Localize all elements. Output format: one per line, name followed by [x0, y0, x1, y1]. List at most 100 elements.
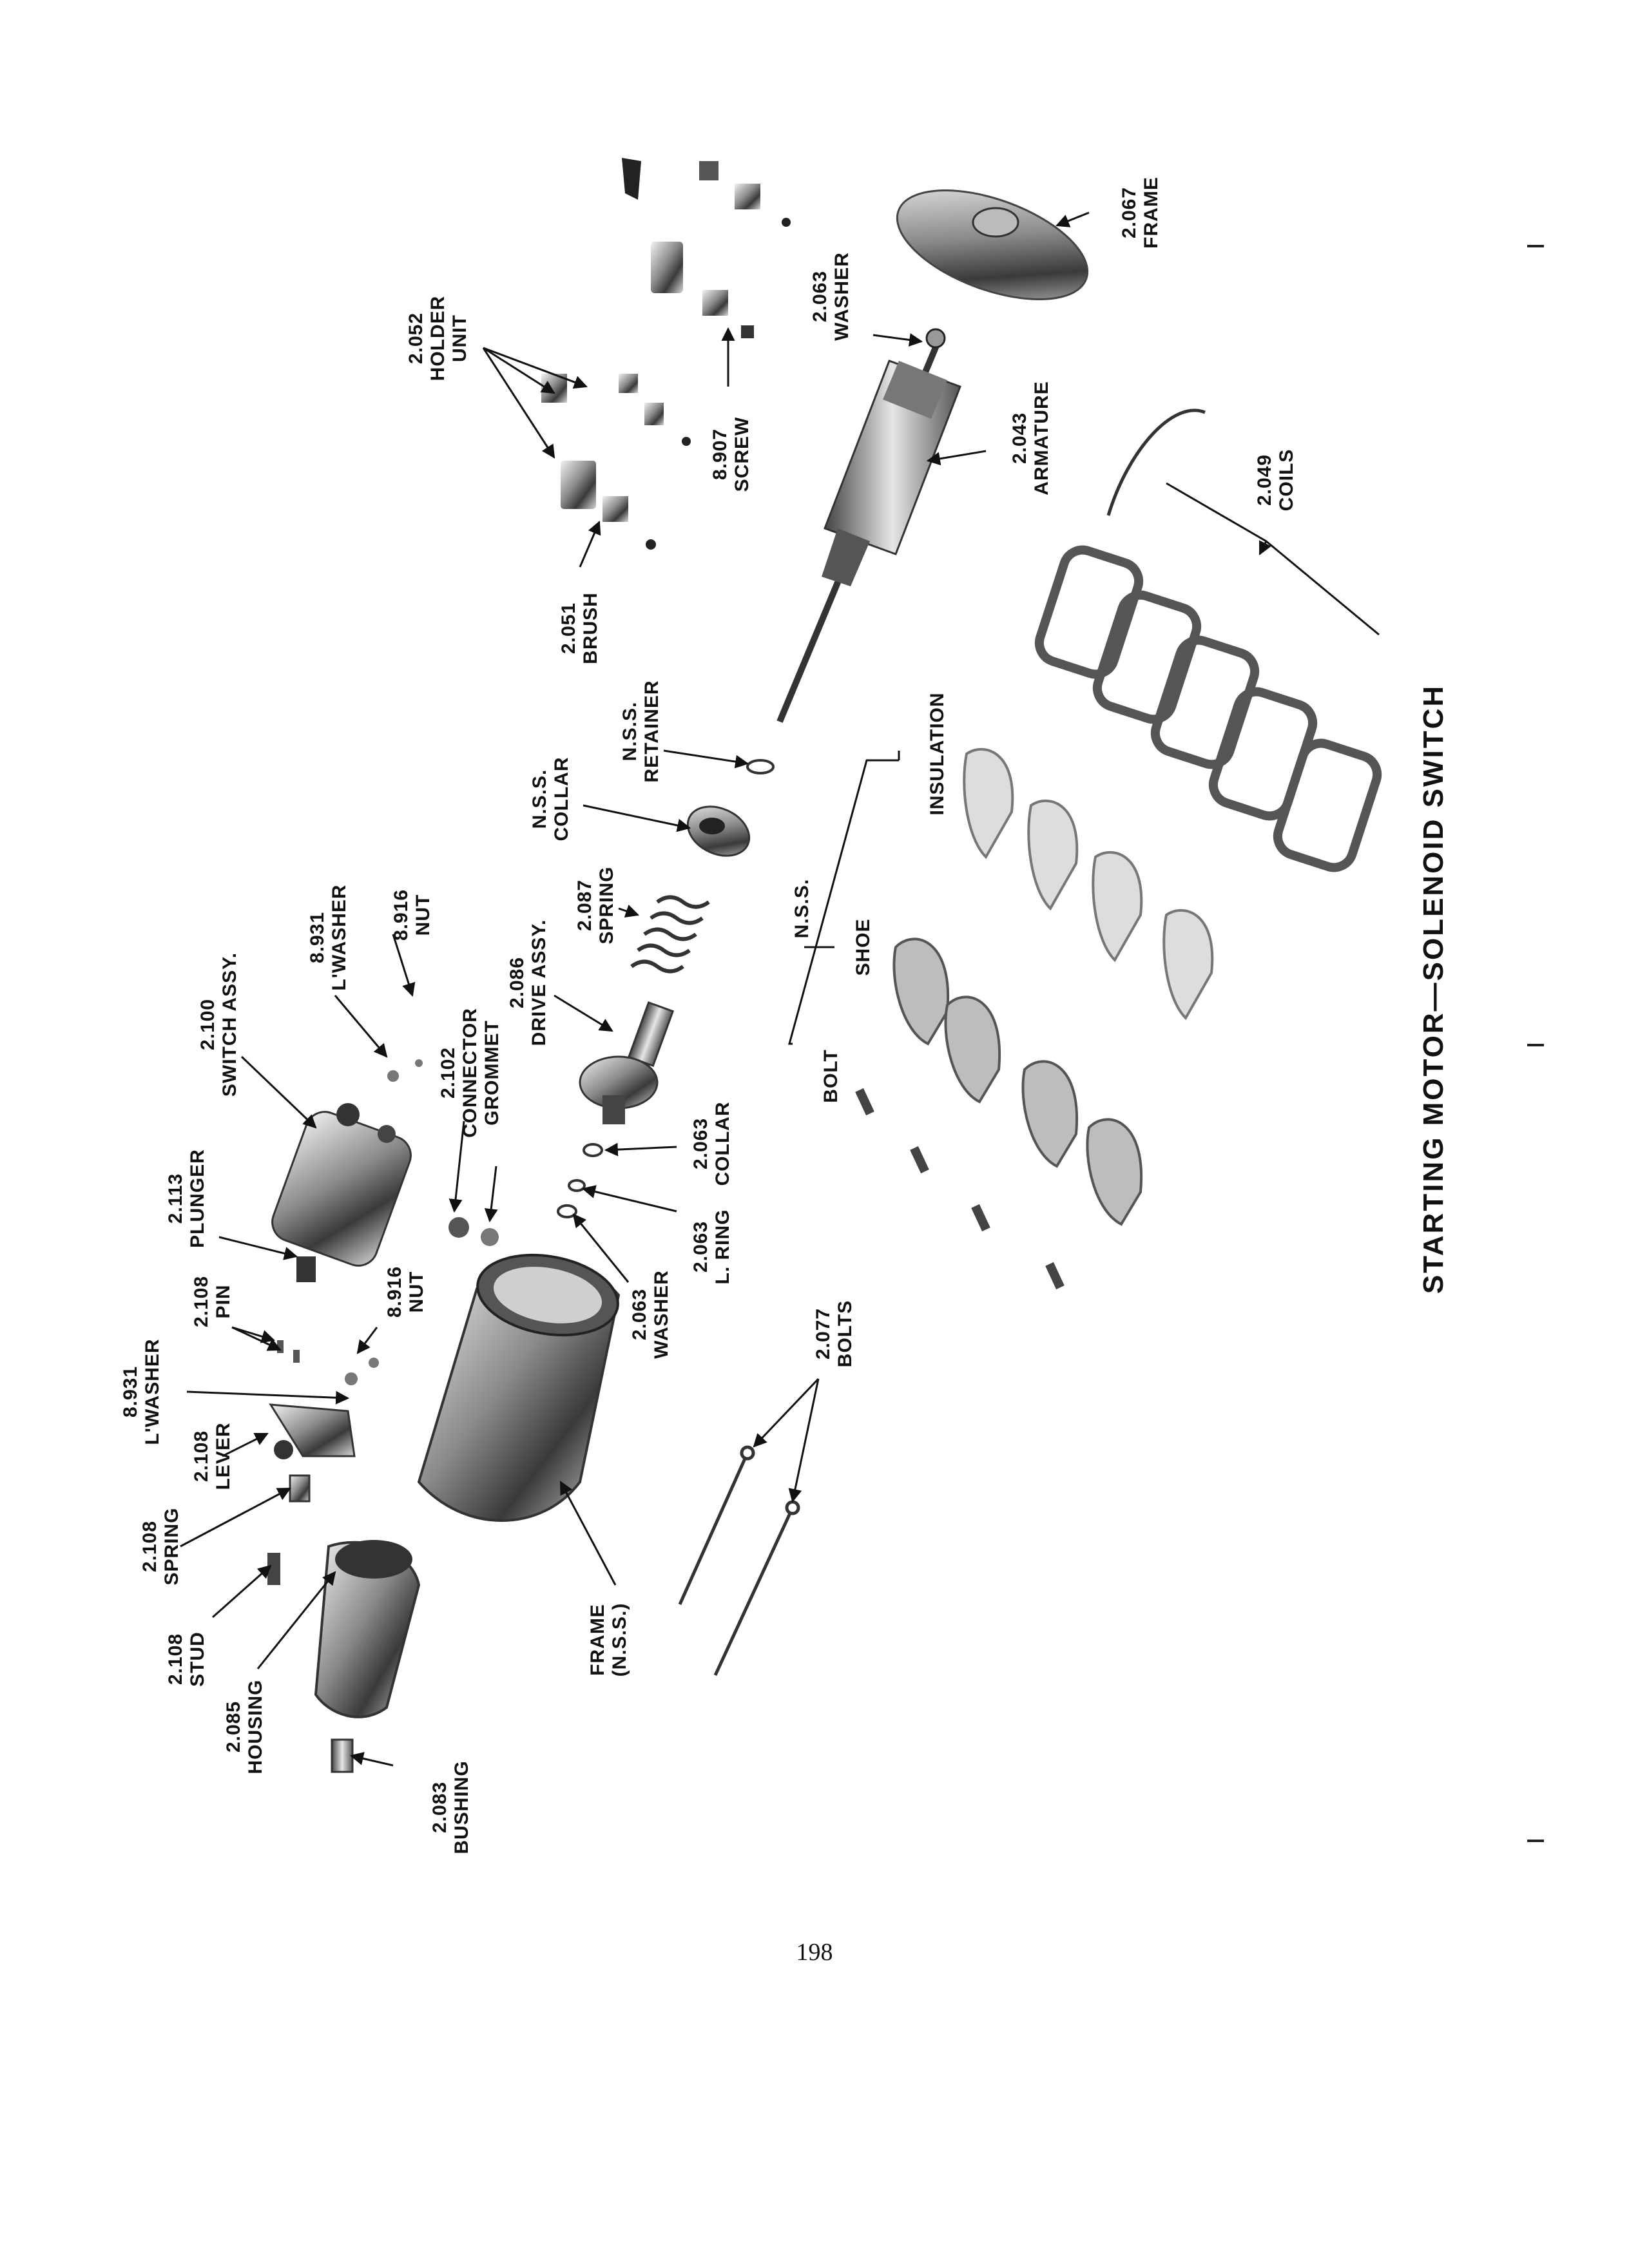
- label-name: WASHER: [831, 252, 853, 341]
- label-insulation: INSULATION: [927, 692, 949, 815]
- label-number: 8.916: [390, 889, 412, 941]
- page-number: 198: [796, 1939, 833, 1966]
- label-name: COLLAR: [551, 756, 572, 841]
- label-name: INSULATION: [927, 692, 948, 816]
- label-name: L'WASHER: [329, 884, 350, 991]
- label-name: (N.S.S.): [609, 1602, 630, 1677]
- label-name: COILS: [1276, 448, 1297, 512]
- solenoid-switch-2100: [271, 1059, 423, 1282]
- connector-grommet-2102: [448, 1217, 499, 1246]
- label-name: BUSHING: [451, 1760, 472, 1854]
- label-brush-2051: 2.051 BRUSH: [558, 592, 602, 664]
- pole-shoes: [892, 937, 1143, 1226]
- label-name: BOLT: [820, 1049, 842, 1103]
- label-housing-2085: 2.085 HOUSING: [223, 1679, 267, 1774]
- label-collar-nss: N.S.S. COLLAR: [529, 757, 573, 841]
- label-number: 8.931: [120, 1365, 141, 1418]
- label-spring-2087: 2.087 SPRING: [574, 866, 618, 944]
- main-frame-nss: [417, 1253, 621, 1522]
- label-name: SWITCH ASSY.: [219, 952, 240, 1097]
- label-nut-8916-top: 8.916 NUT: [390, 889, 434, 941]
- label-name: NUT: [412, 894, 434, 936]
- page-title: STARTING MOTOR—SOLENOID SWITCH: [1418, 684, 1449, 1294]
- label-name: SPRING: [161, 1507, 182, 1586]
- label-number: N.S.S.: [619, 701, 641, 762]
- label-number: 2.086: [506, 956, 528, 1009]
- brush-holder-parts: [541, 158, 791, 550]
- label-number: 2.100: [197, 998, 218, 1051]
- label-lwasher-8931-top: 8.931 L'WASHER: [307, 884, 351, 990]
- label-shoe: SHOE: [853, 918, 874, 975]
- label-number: 2.049: [1254, 454, 1275, 506]
- label-bolts-2077: 2.077 BOLTS: [813, 1300, 856, 1367]
- label-number: 2.043: [1009, 412, 1030, 465]
- label-washer-2063-low: 2.063 WASHER: [629, 1270, 673, 1359]
- label-drive-assy-2086: 2.086 DRIVE ASSY.: [506, 919, 550, 1046]
- label-coils-2049: 2.049 COILS: [1254, 449, 1298, 512]
- label-pin-2108: 2.108 PIN: [191, 1276, 235, 1327]
- label-name: L. RING: [712, 1209, 733, 1285]
- label-frame-nss: FRAME (N.S.S.): [587, 1603, 631, 1677]
- label-number: 2.063: [629, 1288, 650, 1341]
- label-name-2: GROMMET: [481, 1020, 503, 1126]
- through-bolts-2077: [678, 1445, 800, 1677]
- edge-mark-bottom: [1527, 1840, 1544, 1842]
- label-name: PLUNGER: [187, 1149, 208, 1248]
- label-name: DRIVE ASSY.: [528, 919, 550, 1046]
- label-name: SHOE: [853, 918, 874, 976]
- label-number: 2.102: [438, 1046, 459, 1099]
- label-number: 2.052: [405, 312, 427, 365]
- label-name: HOUSING: [245, 1679, 266, 1774]
- bushing-2083: [331, 1738, 354, 1773]
- label-name: WASHER: [651, 1270, 672, 1359]
- label-number: FRAME: [587, 1604, 608, 1676]
- collar-ring-washer-2063: [557, 1143, 603, 1218]
- label-name: SPRING: [596, 866, 617, 945]
- label-plunger-2113: 2.113 PLUNGER: [165, 1149, 209, 1248]
- label-number: 8.916: [384, 1265, 405, 1318]
- end-frame-2067: [896, 189, 1089, 300]
- field-coils-2049: [1034, 408, 1382, 872]
- label-number: 2.108: [191, 1275, 212, 1328]
- label-number: 2.113: [165, 1173, 186, 1224]
- label-name: N.S.S.: [791, 878, 813, 939]
- leader-lines: [180, 211, 1380, 1767]
- label-number: 2.108: [139, 1520, 160, 1573]
- label-number: 2.108: [165, 1633, 186, 1686]
- label-number: 2.063: [690, 1220, 711, 1273]
- label-name: ARMATURE: [1031, 381, 1052, 495]
- label-name: RETAINER: [641, 680, 662, 783]
- label-l-ring-2063: 2.063 L. RING: [690, 1209, 734, 1285]
- label-lever-2108: 2.108 LEVER: [191, 1422, 235, 1490]
- label-name: SCREW: [731, 416, 753, 492]
- label-name: BRUSH: [580, 592, 601, 664]
- label-connector-grommet-2102: 2.102 CONNECTOR GROMMET: [438, 1008, 503, 1138]
- label-retainer-nss: N.S.S. RETAINER: [619, 680, 663, 782]
- label-switch-assy-2100: 2.100 SWITCH ASSY.: [197, 952, 241, 1097]
- label-number: 8.907: [709, 428, 731, 481]
- edge-mark-middle: [1527, 1044, 1544, 1046]
- label-name: BOLTS: [834, 1300, 856, 1368]
- label-holder-unit-2052: 2.052 HOLDER UNIT: [405, 296, 471, 381]
- label-number: 2.063: [809, 270, 831, 323]
- label-bolt: BOLT: [820, 1049, 842, 1102]
- label-number: 2.051: [558, 602, 579, 655]
- label-number: 2.067: [1119, 186, 1140, 239]
- edge-mark-top: [1527, 245, 1544, 247]
- label-name: FRAME: [1141, 177, 1162, 249]
- label-name-2: UNIT: [449, 314, 470, 363]
- housing-2085: [314, 1540, 421, 1718]
- label-collar-2063: 2.063 COLLAR: [690, 1102, 734, 1186]
- shoe-bolts: [855, 1088, 1065, 1290]
- drive-assembly-2086: [579, 1001, 675, 1124]
- label-lwasher-8931-low: 8.931 L'WASHER: [120, 1338, 164, 1445]
- label-frame-2067: 2.067 FRAME: [1119, 177, 1162, 249]
- label-name: HOLDER: [427, 295, 448, 381]
- label-name: STUD: [187, 1631, 208, 1687]
- label-number: 2.108: [191, 1430, 212, 1483]
- label-washer-2063-top: 2.063 WASHER: [809, 252, 853, 341]
- label-screw-8907: 8.907 SCREW: [709, 417, 753, 492]
- label-nut-8916-low: 8.916 NUT: [384, 1266, 428, 1318]
- label-number: 2.063: [690, 1117, 711, 1170]
